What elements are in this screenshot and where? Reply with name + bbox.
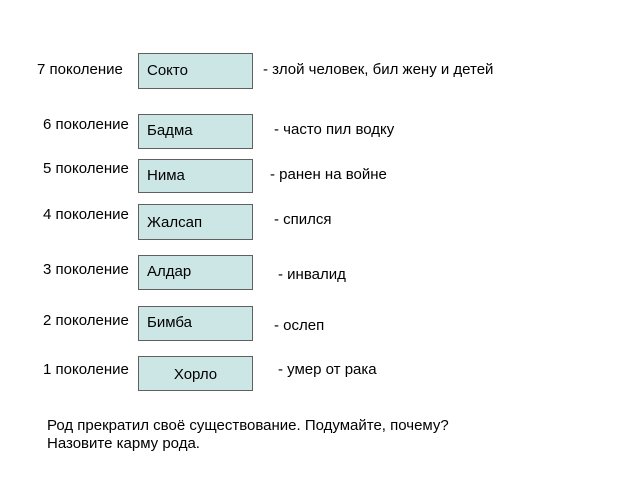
generation-label-1: 1 поколение [43, 361, 129, 378]
note-7: - злой человек, бил жену и детей [263, 61, 494, 78]
generation-label-5: 5 поколение [43, 160, 129, 177]
note-3: - инвалид [278, 266, 346, 283]
name-box-2: Бимба [138, 306, 253, 341]
note-1: - умер от рака [278, 361, 377, 378]
footer-question: Род прекратил своё существование. Подума… [47, 417, 449, 453]
note-4: - спился [274, 211, 332, 228]
generation-label-4: 4 поколение [43, 206, 129, 223]
note-2: - ослеп [274, 317, 325, 334]
name-box-5: Нима [138, 159, 253, 193]
generation-label-3: 3 поколение [43, 261, 129, 278]
generation-label-6: 6 поколение [43, 116, 129, 133]
name-box-1: Хорло [138, 356, 253, 391]
name-box-7: Сокто [138, 53, 253, 89]
generation-label-2: 2 поколение [43, 312, 129, 329]
footer-line-1: Род прекратил своё существование. Подума… [47, 417, 449, 434]
name-box-3: Алдар [138, 255, 253, 290]
name-box-4: Жалсап [138, 204, 253, 240]
note-6: - часто пил водку [274, 121, 395, 138]
generation-label-7: 7 поколение [37, 61, 123, 78]
footer-line-2: Назовите карму рода. [47, 435, 200, 452]
note-5: - ранен на войне [270, 166, 387, 183]
name-box-6: Бадма [138, 114, 253, 149]
